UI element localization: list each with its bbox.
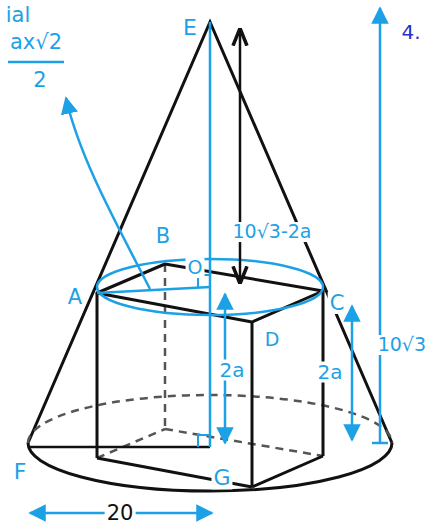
fraction-bar: [8, 61, 64, 64]
dimension-arrow: [239, 30, 242, 282]
point-label: O: [186, 258, 205, 278]
dimension-label: 10√3: [376, 335, 428, 355]
section-radius: [97, 287, 210, 293]
point-label: E: [181, 16, 199, 39]
annotation-text: 2: [31, 69, 48, 91]
dimension-arrow: [351, 306, 354, 440]
point-label: F: [12, 460, 29, 483]
dimension-arrow: [379, 8, 382, 443]
right-angle-mark: [198, 435, 210, 447]
dimension-tick: [372, 442, 388, 445]
point-label: B: [154, 225, 172, 247]
cone-axis: [209, 22, 212, 447]
point-label: G: [211, 466, 232, 489]
point-label: A: [66, 286, 84, 308]
dimension-label: 10√3-2a: [231, 222, 314, 242]
base-radius: [28, 446, 210, 449]
annotation-text: ial: [4, 4, 33, 26]
leader-arrow: [66, 98, 150, 289]
problem-number: 4.: [399, 22, 422, 43]
dimension-label: 2a: [218, 360, 247, 381]
point-label: C: [328, 292, 347, 314]
dimension-label: 20: [105, 502, 136, 524]
annotation-text: ax√2: [8, 31, 64, 53]
point-label: D: [263, 330, 282, 350]
cone-base-front: [28, 443, 392, 491]
dimension-label: 2a: [316, 362, 345, 383]
